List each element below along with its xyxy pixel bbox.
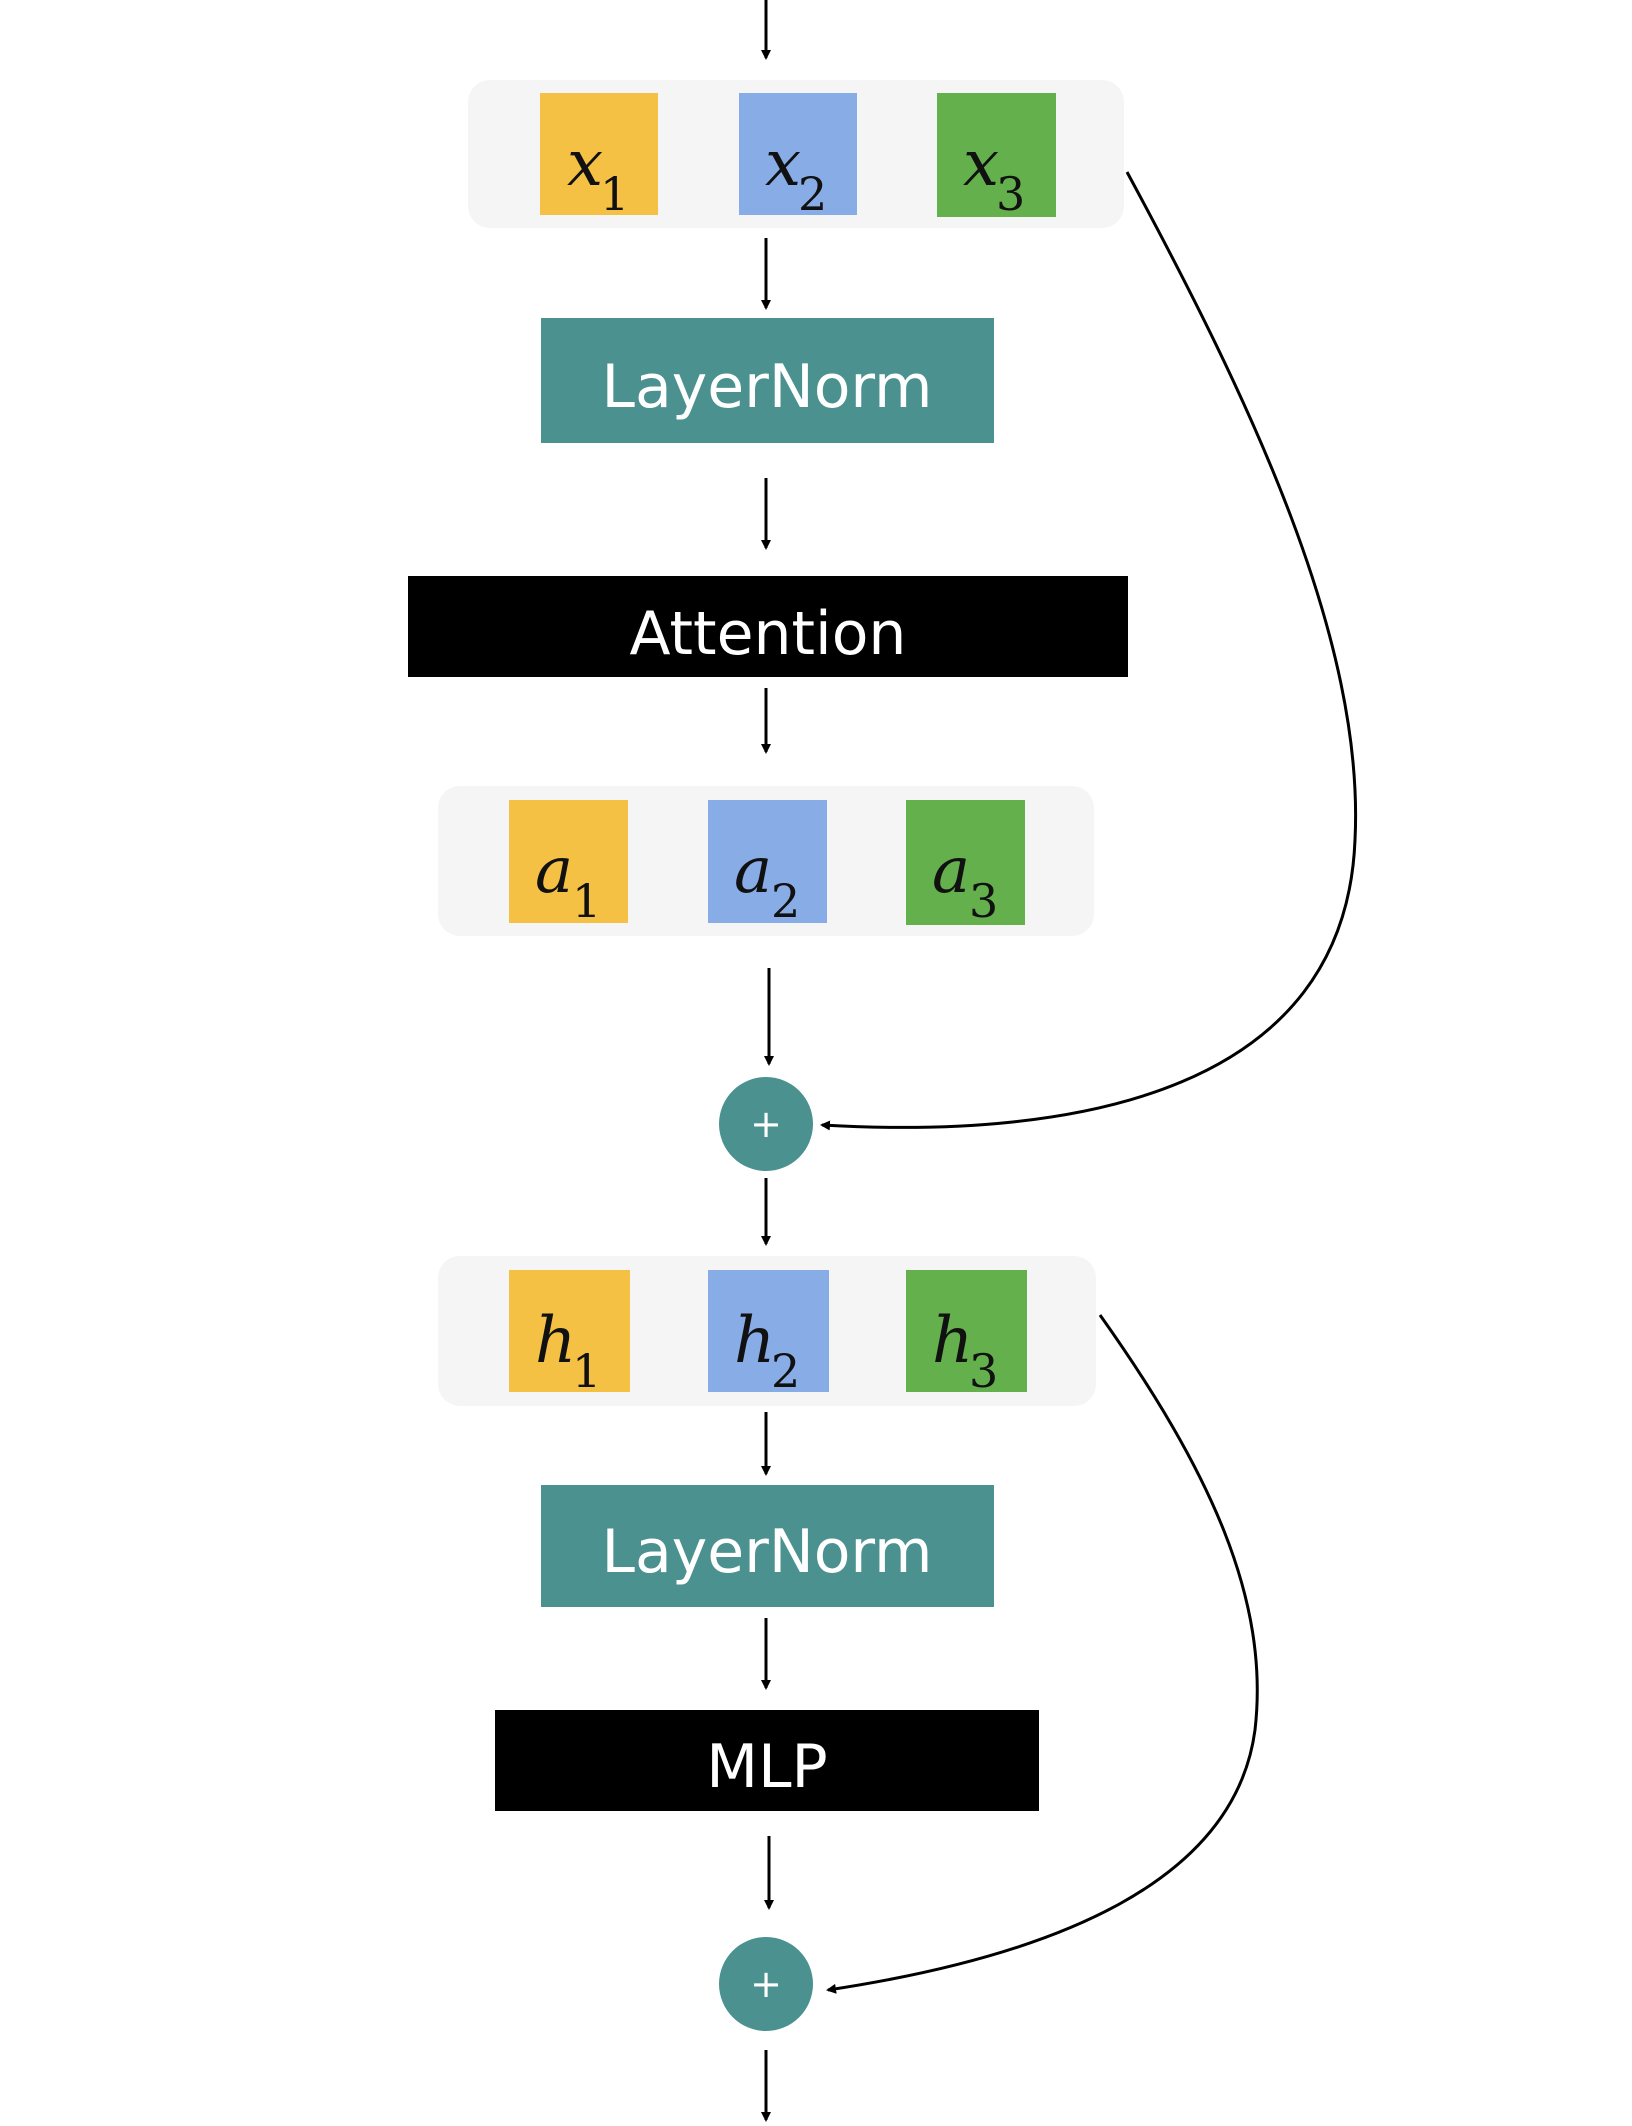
token-a3-base: a xyxy=(932,834,970,908)
token-h1-sub: 1 xyxy=(572,1344,601,1398)
token-a1: a 1 xyxy=(509,800,628,928)
token-x1-base: x xyxy=(567,127,603,201)
token-a3-sub: 3 xyxy=(969,874,998,928)
token-group-h: h 1 h 2 h 3 xyxy=(438,1256,1096,1406)
token-a1-base: a xyxy=(535,834,573,908)
token-group-x: x 1 x 2 x 3 xyxy=(468,80,1124,228)
token-h2: h 2 xyxy=(708,1270,829,1398)
attention-block: Attention xyxy=(408,576,1128,677)
residual-add-2: + xyxy=(719,1937,813,2031)
residual-add-1-label: + xyxy=(750,1102,782,1146)
token-h2-base: h xyxy=(734,1304,775,1378)
layernorm-2-label: LayerNorm xyxy=(602,1517,933,1587)
mlp-block: MLP xyxy=(495,1710,1039,1811)
residual-connection-2 xyxy=(826,1314,1259,1994)
residual-add-2-label: + xyxy=(750,1962,782,2006)
token-h3-sub: 3 xyxy=(969,1344,998,1398)
token-x1-sub: 1 xyxy=(600,167,629,221)
token-h3-base: h xyxy=(932,1304,973,1378)
token-a2-sub: 2 xyxy=(771,874,800,928)
attention-label: Attention xyxy=(630,599,907,669)
token-a1-sub: 1 xyxy=(572,874,601,928)
token-x2-base: x xyxy=(765,127,801,201)
token-x1: x 1 xyxy=(540,93,658,221)
token-h2-sub: 2 xyxy=(771,1344,800,1398)
token-x3-base: x xyxy=(963,127,999,201)
mlp-label: MLP xyxy=(706,1732,827,1802)
token-x3-sub: 3 xyxy=(996,167,1025,221)
layernorm-1-label: LayerNorm xyxy=(602,352,933,422)
token-a2-base: a xyxy=(734,834,772,908)
token-x3: x 3 xyxy=(937,93,1056,221)
token-h1-base: h xyxy=(535,1304,576,1378)
token-a3: a 3 xyxy=(906,800,1025,928)
residual-add-1: + xyxy=(719,1077,813,1171)
token-a2: a 2 xyxy=(708,800,827,928)
token-x2-sub: 2 xyxy=(798,167,827,221)
layernorm-block-2: LayerNorm xyxy=(541,1485,994,1607)
layernorm-block-1: LayerNorm xyxy=(541,318,994,443)
token-h3: h 3 xyxy=(906,1270,1027,1398)
residual-connection-1 xyxy=(820,171,1358,1131)
token-group-a: a 1 a 2 a 3 xyxy=(438,786,1094,936)
token-x2: x 2 xyxy=(739,93,857,221)
token-h1: h 1 xyxy=(509,1270,630,1398)
